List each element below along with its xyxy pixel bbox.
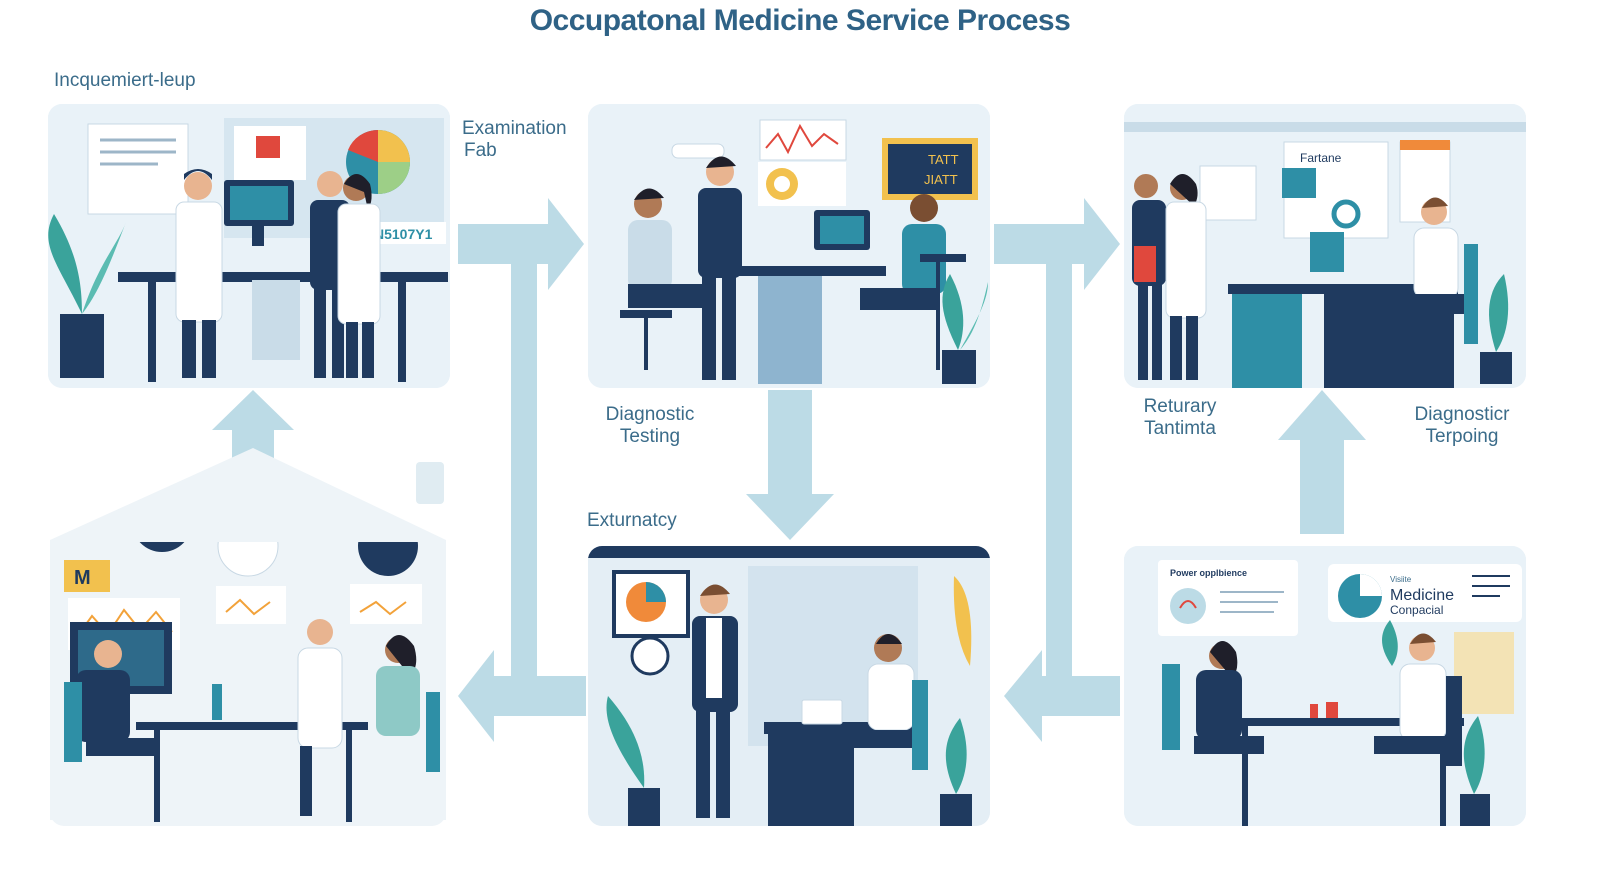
- step-label-diagnostic-terpoing: Diagnosticr Terpoing: [1414, 404, 1510, 447]
- connector-bottom-right-horizontal: [1040, 676, 1120, 716]
- connector-right-up: [1300, 438, 1344, 534]
- arrow-up-icon: [1278, 390, 1366, 440]
- chart-card-small-label: Visiite: [1390, 575, 1412, 584]
- arrow-right-icon: [548, 198, 584, 290]
- connector-top-right-horizontal: [994, 224, 1086, 264]
- connector-middle-down: [768, 390, 812, 496]
- arrow-left-icon: [458, 650, 494, 742]
- report-card-title: Power opplbience: [1170, 568, 1247, 578]
- scene-doctors-at-computer: N5107Y1: [48, 104, 450, 388]
- arrow-left-icon: [1004, 650, 1042, 742]
- connector-left-vertical: [511, 228, 537, 716]
- chart-card-subtitle: Conpacial: [1390, 603, 1443, 617]
- step-label-returary: Returary Tantimta: [1143, 396, 1217, 439]
- scene-results-discussion: Power opplbience Visiite Medicine Conpac…: [1124, 546, 1526, 826]
- connector-right-vertical: [1046, 228, 1072, 716]
- step-label-examination: Examination Fab: [462, 118, 567, 161]
- badge-letter: M: [74, 567, 91, 589]
- scene-office-consultation: Fartane: [1124, 104, 1526, 388]
- panel-intake-team: M: [50, 542, 446, 826]
- info-card-title: Fartane: [1300, 151, 1342, 165]
- panel-examination: TATT JIATT: [588, 104, 990, 388]
- arrow-right-icon: [1084, 198, 1120, 290]
- chart-card-title: Medicine: [1390, 587, 1454, 604]
- scene-consultation-room: [588, 546, 990, 826]
- arrow-up-icon: [212, 390, 294, 430]
- step-label-intake: Incquemiert-leup: [54, 70, 196, 91]
- scene-team-meeting: M: [50, 542, 446, 826]
- panel-exturnatcy: [588, 546, 990, 826]
- connector-top-left-horizontal: [458, 224, 550, 264]
- chimney: [416, 462, 444, 504]
- panel-diagnostic-review: Power opplbience Visiite Medicine Conpac…: [1124, 546, 1526, 826]
- step-label-exturnatcy: Exturnatcy: [587, 510, 677, 531]
- board-text-line2: JIATT: [924, 172, 958, 187]
- diagram-title: Occupatonal Medicine Service Process: [529, 4, 1071, 37]
- board-text-line1: TATT: [928, 152, 959, 167]
- lab-sign-text: N5107Y1: [374, 226, 433, 242]
- panel-intake-consultation: N5107Y1: [48, 104, 450, 388]
- arrow-down-icon: [746, 494, 834, 540]
- panel-return-to-work: Fartane: [1124, 104, 1526, 388]
- step-label-diagnostic-testing: Diagnostic Testing: [605, 404, 695, 447]
- connector-bottom-left-horizontal: [494, 676, 586, 716]
- scene-examination-meeting: TATT JIATT: [588, 104, 990, 388]
